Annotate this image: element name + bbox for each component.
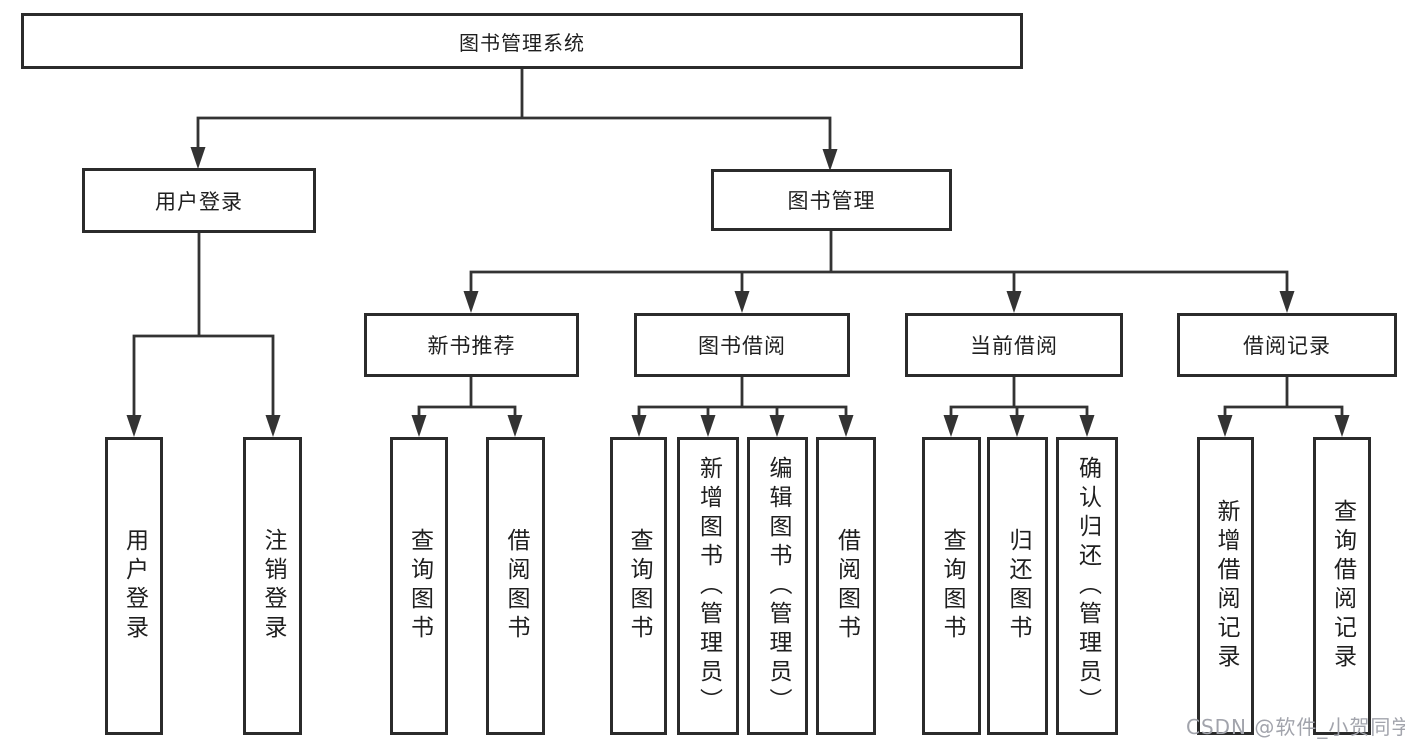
node-logout-leaf: 注销登录	[243, 437, 302, 735]
node-borrow-books-recommend: 借阅图书	[486, 437, 545, 735]
node-user-login-branch: 用户登录	[82, 168, 316, 233]
node-new-book-recommendation: 新书推荐	[364, 313, 579, 377]
node-return-books: 归还图书	[987, 437, 1048, 735]
node-current-borrowing: 当前借阅	[905, 313, 1123, 377]
node-add-borrow-record: 新增借阅记录	[1197, 437, 1254, 735]
watermark: CSDN @软件_小贺同学	[1186, 715, 1405, 739]
node-confirm-return-admin: 确认归还（管理员）	[1056, 437, 1118, 735]
node-borrow-books-borrowing: 借阅图书	[816, 437, 876, 735]
node-borrowing-records: 借阅记录	[1177, 313, 1397, 377]
node-query-borrow-record: 查询借阅记录	[1313, 437, 1371, 735]
node-query-books-recommend: 查询图书	[390, 437, 448, 735]
node-add-books-admin: 新增图书（管理员）	[677, 437, 739, 735]
node-user-login-leaf: 用户登录	[105, 437, 163, 735]
node-query-books-borrowing: 查询图书	[610, 437, 667, 735]
node-book-management-branch: 图书管理	[711, 169, 952, 231]
node-edit-books-admin: 编辑图书（管理员）	[747, 437, 808, 735]
node-system-root: 图书管理系统	[21, 13, 1023, 69]
node-query-books-current: 查询图书	[922, 437, 981, 735]
node-book-borrowing: 图书借阅	[634, 313, 850, 377]
